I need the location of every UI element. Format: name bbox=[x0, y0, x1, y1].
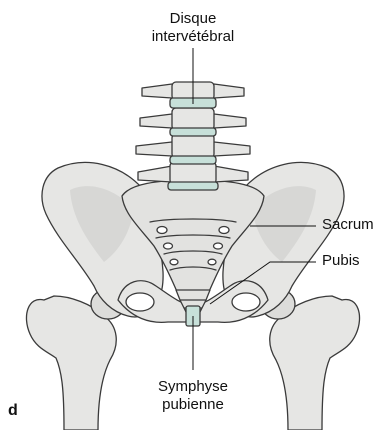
disc-label: Disque intervétébral bbox=[128, 10, 258, 46]
pubis-label: Pubis bbox=[322, 252, 360, 270]
vertebral-body bbox=[170, 162, 216, 184]
intervertebral-disc bbox=[168, 182, 218, 190]
symphysis-label-line1: Symphyse bbox=[128, 378, 258, 396]
intervertebral-disc bbox=[170, 128, 216, 136]
symphysis-label: Symphyse pubienne bbox=[128, 378, 258, 414]
sacral-foramen bbox=[157, 227, 167, 234]
sacrum-label: Sacrum bbox=[322, 216, 374, 234]
panel-letter: d bbox=[8, 402, 18, 420]
sacral-foramen bbox=[164, 243, 173, 249]
sacral-foramen bbox=[219, 227, 229, 234]
symphysis-label-line2: pubienne bbox=[128, 396, 258, 414]
right-obturator-foramen bbox=[232, 293, 260, 311]
vertebral-body bbox=[172, 108, 214, 130]
sacral-foramen bbox=[208, 259, 216, 265]
left-obturator-foramen bbox=[126, 293, 154, 311]
disc-label-line2: intervétébral bbox=[128, 28, 258, 46]
intervertebral-disc bbox=[170, 156, 216, 164]
disc-label-line1: Disque bbox=[128, 10, 258, 28]
sacral-foramen bbox=[170, 259, 178, 265]
sacral-foramen bbox=[214, 243, 223, 249]
vertebral-body bbox=[172, 134, 214, 158]
